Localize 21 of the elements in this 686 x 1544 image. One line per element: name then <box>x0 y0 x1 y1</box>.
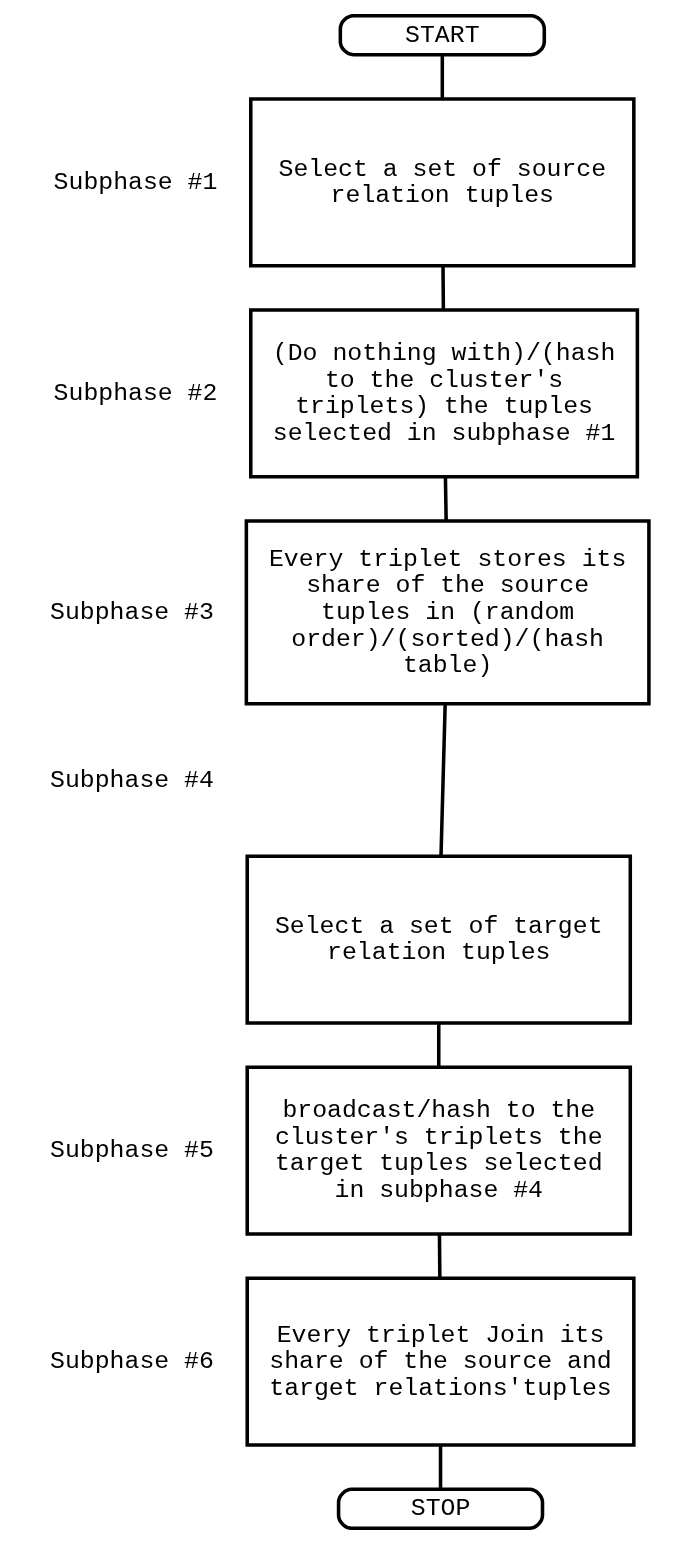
node-label: Subphase #2 <box>53 378 218 407</box>
node-box: START <box>338 13 547 57</box>
node-label: Subphase #5 <box>50 1136 214 1165</box>
connector <box>437 1023 441 1067</box>
node-label: Subphase #6 <box>50 1347 214 1376</box>
node-box: STOP <box>336 1487 545 1531</box>
node-box: Every triplet Join its share of the source and target relations'tuples <box>245 1276 636 1447</box>
node-box: broadcast/hash to the cluster's triplets the target tuples selected in subphase #4 <box>245 1065 633 1236</box>
node-box: Every triplet stores its share of the source tuples in (random order)/(sorted)/(hash table) <box>244 519 651 706</box>
connector <box>440 55 445 99</box>
label: Subphase #4 <box>50 765 214 794</box>
node-box: Select a set of source relation tuples <box>249 97 636 268</box>
connector <box>438 1445 443 1489</box>
connector <box>443 477 448 521</box>
connector <box>441 266 446 310</box>
connector <box>437 1234 442 1278</box>
node-label: Subphase #1 <box>53 167 218 196</box>
node-label: Subphase #3 <box>50 597 214 626</box>
connector <box>439 704 447 856</box>
node-box: (Do nothing with)/(hash to the cluster's triplets) the tuples selected in subphase #1 <box>249 308 640 479</box>
node-box: Select a set of target relation tuples <box>245 854 633 1025</box>
